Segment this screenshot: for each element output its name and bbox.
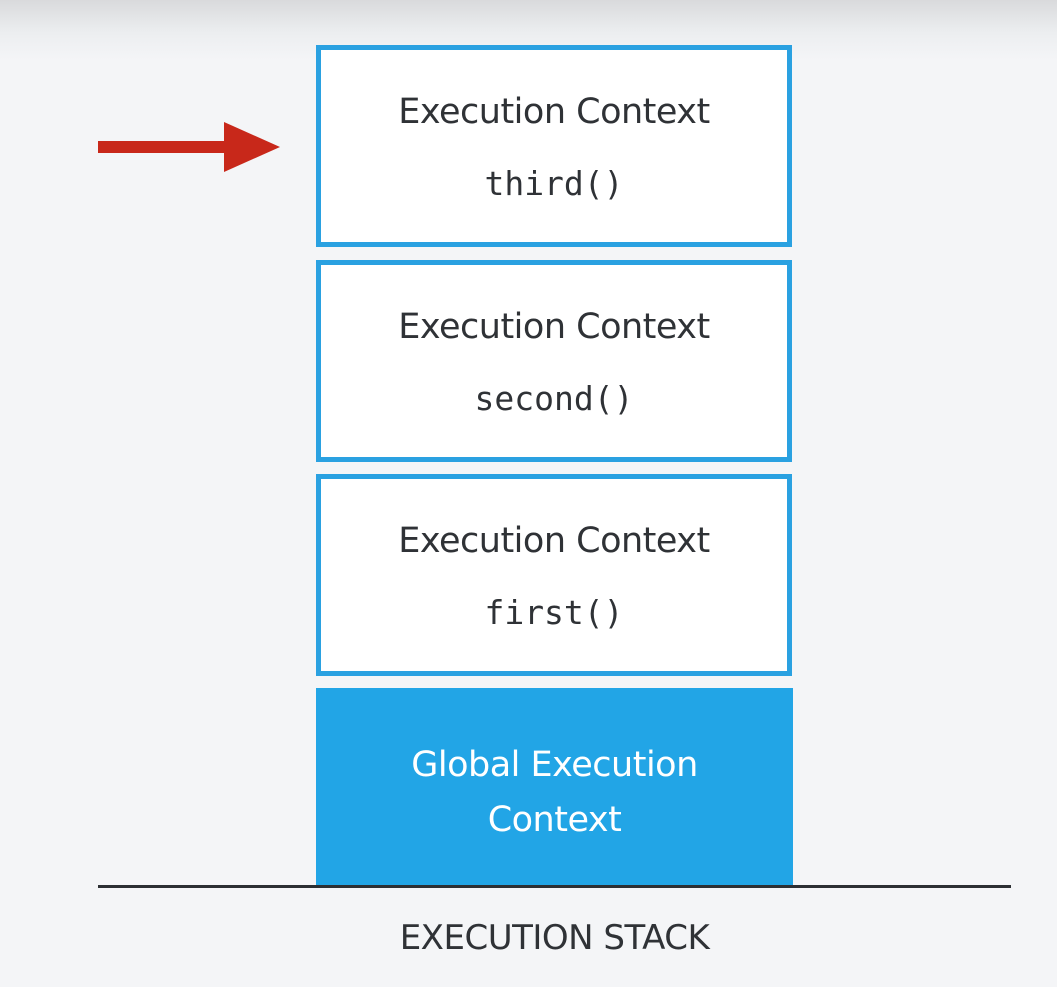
frame-function-name: first(): [484, 593, 624, 632]
frame-title: Execution Context: [398, 307, 710, 347]
execution-stack-label: EXECUTION STACK: [399, 918, 710, 958]
global-context-label: Global Execution Context: [411, 745, 698, 840]
execution-context-frame-third: Execution Context third(): [316, 45, 792, 247]
global-execution-context: Global Execution Context: [316, 688, 793, 886]
current-frame-arrow-icon: [98, 122, 280, 172]
frame-function-name: third(): [484, 164, 624, 203]
stack-baseline: [98, 885, 1011, 888]
frame-title: Execution Context: [398, 92, 710, 132]
frame-function-name: second(): [474, 379, 634, 418]
frame-title: Execution Context: [398, 521, 710, 561]
execution-context-frame-second: Execution Context second(): [316, 260, 792, 462]
execution-context-frame-first: Execution Context first(): [316, 474, 792, 676]
